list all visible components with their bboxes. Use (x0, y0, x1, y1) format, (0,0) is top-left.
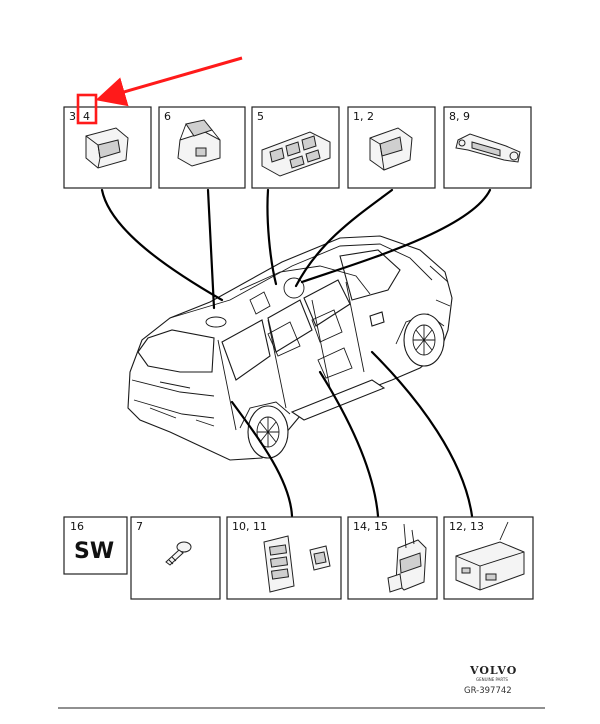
module-box-part-icon (455, 521, 525, 591)
callout-box-10-11[interactable]: 10, 11 (226, 516, 342, 600)
callout-box-5[interactable]: 5 (251, 106, 340, 189)
button-panel-part-icon (263, 535, 295, 593)
highlight-box (76, 93, 98, 125)
callout-box-1-2[interactable]: 1, 2 (347, 106, 436, 189)
callout-label: 14, 15 (353, 520, 388, 533)
callout-box-3-4[interactable]: 3, 4 (63, 93, 152, 189)
window-switch-panel-icon (261, 131, 331, 177)
callout-label: 16 (70, 520, 84, 533)
control-unit-part-icon (387, 523, 427, 593)
leader-line (318, 370, 380, 518)
button-cap-part-icon (309, 545, 331, 571)
sw-label: SW (74, 539, 114, 564)
leader-line (230, 400, 294, 518)
leader-line (300, 188, 492, 284)
callout-box-8-9[interactable]: 8, 9 (443, 106, 532, 189)
leader-line (206, 188, 216, 310)
callout-label: 3, 4 (69, 110, 90, 123)
leader-line (266, 188, 278, 286)
callout-label: 6 (164, 110, 171, 123)
callout-label: 8, 9 (449, 110, 470, 123)
switch-part-icon (177, 119, 221, 167)
annotation-arrow (95, 56, 243, 107)
callout-box-7[interactable]: 7 (130, 516, 221, 600)
svg-text:VOLVO: VOLVO (469, 664, 517, 677)
leader-line (294, 188, 394, 288)
callout-label: 10, 11 (232, 520, 267, 533)
switch-part-icon (85, 127, 129, 169)
callout-label: 5 (257, 110, 264, 123)
leader-line (370, 350, 474, 518)
reference-number: GR-397742 (464, 686, 512, 696)
callout-label: 7 (136, 520, 143, 533)
leader-line (100, 188, 224, 302)
callout-box-6[interactable]: 6 (158, 106, 246, 189)
leader-lines (100, 188, 492, 518)
sensor-bar-part-icon (455, 133, 521, 163)
vehicle-illustration (127, 235, 453, 461)
svg-text:GENUINE PARTS: GENUINE PARTS (476, 677, 508, 682)
callout-box-12-13[interactable]: 12, 13 (443, 516, 534, 600)
screw-part-icon (165, 541, 192, 566)
brand-logo: VOLVO GENUINE PARTS (469, 664, 517, 682)
callout-label: 12, 13 (449, 520, 484, 533)
callout-label: 1, 2 (353, 110, 374, 123)
switch-part-icon (369, 127, 413, 171)
callout-box-16[interactable]: 16 SW (63, 516, 128, 575)
callout-box-14-15[interactable]: 14, 15 (347, 516, 438, 600)
